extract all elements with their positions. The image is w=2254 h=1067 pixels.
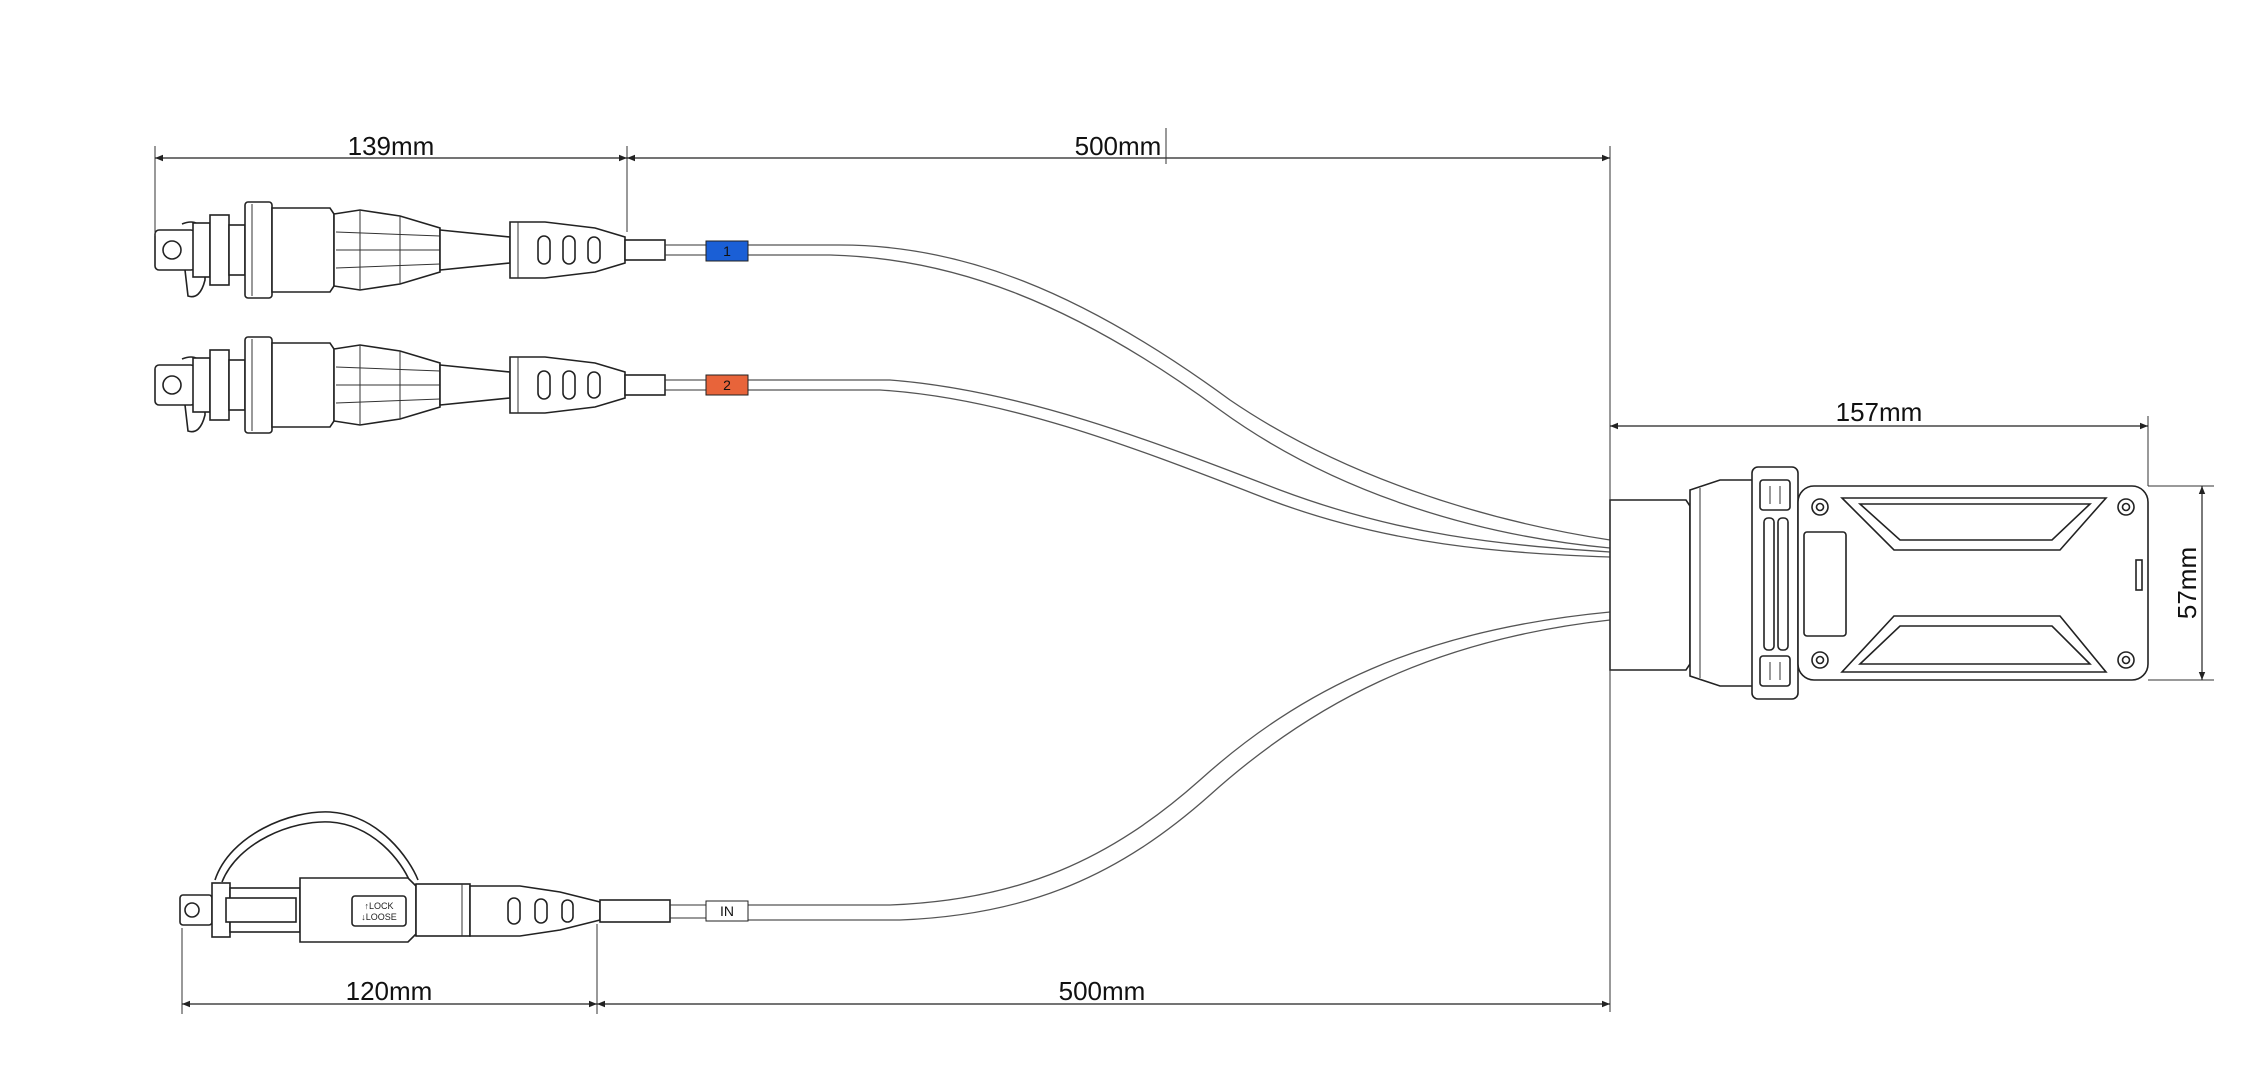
svg-text:139mm: 139mm <box>348 131 435 161</box>
dimension-box-length: 157mm <box>1610 397 2149 486</box>
svg-text:500mm: 500mm <box>1075 131 1162 161</box>
svg-text:57mm: 57mm <box>2172 547 2202 619</box>
svg-text:1: 1 <box>723 243 731 259</box>
input-connector: ↑LOCK ↓LOOSE <box>179 811 706 943</box>
splitter-box <box>1609 466 2149 700</box>
port-1-tag: 1 <box>705 240 749 262</box>
cable-port-1 <box>748 244 1611 549</box>
lock-label: ↑LOCK <box>364 901 393 911</box>
output-connector-2 <box>154 336 707 434</box>
svg-text:500mm: 500mm <box>1059 976 1146 1006</box>
output-connector-1 <box>154 201 707 299</box>
dimension-top-connector: 139mm <box>154 131 628 236</box>
loose-label: ↓LOOSE <box>361 912 397 922</box>
svg-text:2: 2 <box>723 377 731 393</box>
input-tag: IN <box>705 900 749 922</box>
dimension-bottom-connector: 120mm <box>181 924 598 1014</box>
dimension-top-cable: 500mm <box>627 128 1611 1012</box>
dimension-bottom-cable: 500mm <box>597 976 1610 1008</box>
svg-text:120mm: 120mm <box>346 976 433 1006</box>
cable-port-2 <box>748 379 1611 558</box>
port-2-tag: 2 <box>705 374 749 396</box>
svg-text:IN: IN <box>720 903 734 919</box>
dimension-box-height: 57mm <box>2148 485 2214 681</box>
svg-text:157mm: 157mm <box>1836 397 1923 427</box>
cable-input <box>748 611 1611 921</box>
